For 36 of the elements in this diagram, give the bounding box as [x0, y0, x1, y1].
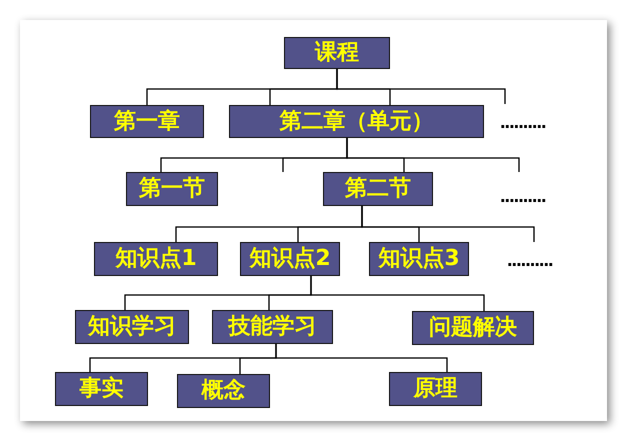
topic-label: 第一节	[139, 178, 205, 200]
topic-box	[323, 172, 433, 206]
connector-line	[361, 206, 535, 242]
topic-box	[412, 311, 534, 345]
topic-label: 知识点1	[115, 248, 197, 270]
topic-box	[369, 242, 469, 276]
topic-box	[75, 310, 189, 344]
topic-label: 概念	[202, 380, 246, 402]
connector-line	[346, 138, 520, 172]
topic-box	[284, 37, 390, 69]
topic-label: 知识点2	[249, 248, 331, 270]
connector-line	[275, 344, 448, 372]
topic-box	[126, 172, 218, 206]
topic-label: 问题解决	[429, 317, 517, 339]
topic-label: 第一章	[114, 110, 180, 132]
topic-label: 知识点3	[378, 248, 460, 270]
connector-line	[310, 276, 485, 311]
topic-label: 技能学习	[228, 316, 316, 338]
topic-box	[94, 242, 218, 276]
topic-box	[229, 105, 484, 138]
topic-box	[389, 372, 482, 406]
topic-label: 事实	[80, 378, 124, 400]
topic-label: 第二章（单元）	[280, 110, 434, 132]
topic-box	[55, 372, 148, 406]
topic-box	[212, 310, 333, 344]
topic-box	[90, 105, 204, 138]
ellipsis-mark: ..........	[500, 186, 546, 206]
topic-box	[240, 242, 340, 276]
topic-label: 课程	[315, 42, 359, 64]
topic-label: 知识学习	[88, 316, 176, 338]
connector-line	[336, 69, 506, 104]
ellipsis-mark: ..........	[507, 250, 553, 270]
topic-box	[177, 374, 270, 408]
ellipsis-mark: ..........	[500, 112, 546, 132]
topic-label: 第二节	[345, 178, 411, 200]
topic-label: 原理	[414, 378, 458, 400]
